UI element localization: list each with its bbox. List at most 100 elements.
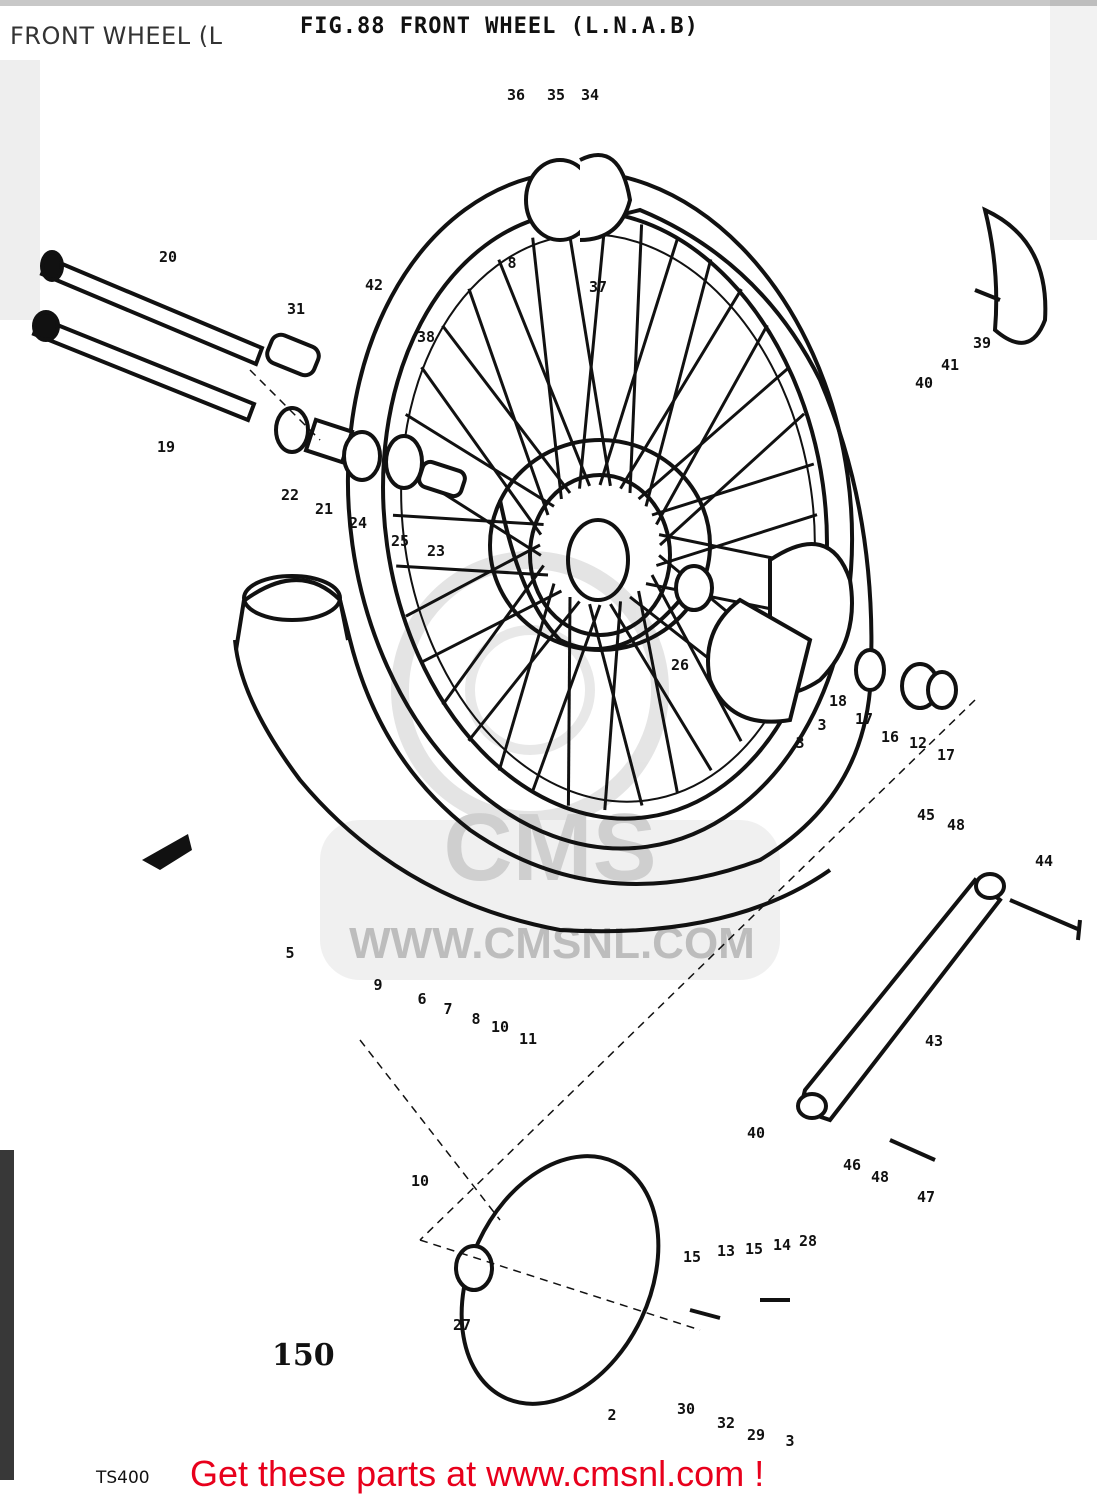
part-callout-2: 2	[607, 1406, 616, 1424]
part-callout-27: 27	[453, 1316, 471, 1334]
footer-link-cta[interactable]: Get these parts at www.cmsnl.com !	[190, 1453, 765, 1494]
part-callout-3: 3	[785, 1432, 794, 1450]
part-callout-30: 30	[677, 1400, 695, 1418]
part-callout-48: 48	[947, 816, 965, 834]
spoke	[578, 219, 607, 489]
front-fender	[233, 207, 874, 934]
part-callout-7: 7	[443, 1000, 452, 1018]
spoke	[531, 237, 563, 500]
spoke	[619, 288, 743, 490]
spoke	[530, 604, 602, 793]
spoke	[405, 543, 541, 618]
part-callout-31: 31	[287, 300, 305, 318]
spoke	[628, 224, 644, 494]
part-callout-3: 3	[817, 716, 826, 734]
part-callout-10: 10	[491, 1018, 509, 1036]
part-callout-40: 40	[915, 374, 933, 392]
spoke	[392, 513, 544, 526]
part-callout-17: 17	[937, 746, 955, 764]
spoke	[497, 259, 591, 487]
part-callout-18: 18	[829, 692, 847, 710]
spoke	[420, 366, 543, 536]
figure-title: FIG.88 FRONT WHEEL (L.N.A.B)	[300, 14, 699, 39]
part-callout-28: 28	[799, 1232, 817, 1250]
part-callout-26: 26	[671, 656, 689, 674]
part-callout-41: 41	[941, 356, 959, 374]
axle-parts	[31, 250, 467, 499]
part-callout-42: 42	[365, 276, 383, 294]
spoke	[637, 366, 790, 501]
disc-guard	[974, 206, 1048, 345]
part-callout-14: 14	[773, 1236, 791, 1254]
spoke	[566, 596, 572, 806]
part-callout-20: 20	[159, 248, 177, 266]
spoke	[655, 513, 818, 567]
part-callout-37: 37	[589, 278, 607, 296]
part-callout-3: 3	[795, 734, 804, 752]
spoke	[588, 603, 644, 806]
part-callout-10: 10	[411, 1172, 429, 1190]
part-callout-15: 15	[745, 1240, 763, 1258]
spoke	[609, 603, 713, 772]
part-callout-5: 5	[285, 944, 294, 962]
part-callout-39: 39	[973, 334, 991, 352]
leader-dash-lines	[249, 369, 976, 1331]
brake-panel	[454, 1154, 790, 1406]
part-callout-12: 12	[909, 734, 927, 752]
part-callout-11: 11	[519, 1030, 537, 1048]
spoke	[467, 600, 581, 742]
part-callout-8: 8	[471, 1010, 480, 1028]
spoke	[658, 412, 806, 547]
direction-arrow	[142, 834, 192, 870]
part-callout-43: 43	[925, 1032, 943, 1050]
brake-shoes	[674, 542, 958, 724]
spoke	[598, 237, 680, 486]
spoke	[420, 589, 563, 664]
part-callout-38: 38	[417, 328, 435, 346]
part-callout-48: 48	[871, 1168, 889, 1186]
spoke	[651, 462, 815, 517]
part-callout-13: 13	[717, 1242, 735, 1260]
part-callout-9: 9	[373, 976, 382, 994]
part-callout-36: 36	[507, 86, 525, 104]
part-callout-19: 19	[157, 438, 175, 456]
part-callout-34: 34	[581, 86, 599, 104]
spoke	[396, 564, 549, 577]
part-callout-21: 21	[315, 500, 333, 518]
spoke	[637, 590, 679, 793]
part-callout-32: 32	[717, 1414, 735, 1432]
spoke	[644, 259, 713, 507]
spoke	[497, 583, 556, 772]
part-callout-29: 29	[747, 1426, 765, 1444]
cable-cover	[524, 153, 633, 242]
part-callout-6: 6	[417, 990, 426, 1008]
wheel-rim-tire	[345, 169, 855, 851]
spoke	[655, 324, 769, 526]
part-callout-47: 47	[917, 1188, 935, 1206]
part-callout-8: 8	[507, 254, 516, 272]
spoke	[467, 288, 550, 516]
part-callout-46: 46	[843, 1156, 861, 1174]
part-callout-24: 24	[349, 514, 367, 532]
part-callout-23: 23	[427, 542, 445, 560]
part-callout-22: 22	[281, 486, 299, 504]
spoke	[650, 574, 743, 742]
page-number: 150	[272, 1338, 335, 1373]
part-callout-44: 44	[1035, 852, 1053, 870]
part-callout-35: 35	[547, 86, 565, 104]
torque-link	[796, 872, 1082, 1162]
header-left-title: FRONT WHEEL (L	[10, 22, 223, 50]
part-callout-25: 25	[391, 532, 409, 550]
spoke	[404, 413, 555, 508]
wheel-hub	[488, 438, 712, 652]
part-callout-17: 17	[855, 710, 873, 728]
spoke	[566, 224, 612, 487]
part-callout-16: 16	[881, 728, 899, 746]
part-callout-45: 45	[917, 806, 935, 824]
part-callout-15: 15	[683, 1248, 701, 1266]
watermark-url: WWW.CMSNL.COM	[349, 919, 755, 968]
